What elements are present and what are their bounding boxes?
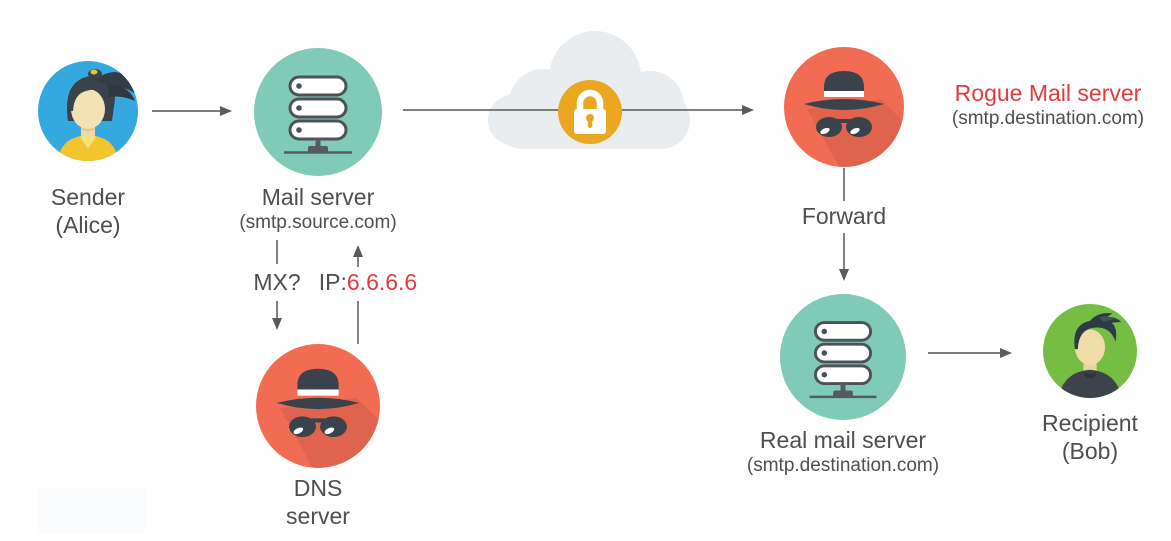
server-icon bbox=[254, 48, 382, 176]
mail-server-title: Mail server bbox=[261, 184, 375, 210]
watermark-box bbox=[37, 488, 145, 534]
dns-server-title: DNS bbox=[293, 475, 343, 501]
server-icon bbox=[780, 294, 906, 420]
rogue-mail-server-subtitle: (smtp.destination.com) bbox=[951, 108, 1145, 130]
sender-title: Sender bbox=[50, 184, 126, 210]
mail-server-label: Mail server (smtp.source.com) bbox=[218, 183, 418, 234]
forward-edge-label: Forward bbox=[801, 203, 887, 229]
rogue-mail-server-label: Rogue Mail server (smtp.destination.com) bbox=[925, 79, 1171, 130]
rogue-mail-server-title: Rogue Mail server bbox=[954, 80, 1142, 106]
mx-query-label: MX? bbox=[253, 269, 301, 295]
sender-label: Sender (Alice) bbox=[13, 183, 163, 239]
real-mail-server-subtitle: (smtp.destination.com) bbox=[746, 455, 940, 477]
padlock-icon bbox=[558, 80, 622, 144]
ip-prefix: IP: bbox=[318, 269, 347, 295]
real-mail-server-title: Real mail server bbox=[759, 427, 927, 453]
man-avatar-icon bbox=[1043, 304, 1137, 398]
sender-subtitle: (Alice) bbox=[55, 212, 121, 239]
recipient-title: Recipient bbox=[1042, 410, 1138, 436]
spy-icon bbox=[784, 47, 904, 167]
recipient-subtitle: (Bob) bbox=[1061, 438, 1119, 465]
ip-value: 6.6.6.6 bbox=[346, 269, 418, 295]
spy-icon bbox=[256, 344, 380, 468]
mail-server-subtitle: (smtp.source.com) bbox=[239, 212, 397, 234]
dns-server-subtitle: server bbox=[286, 503, 350, 530]
woman-avatar-icon bbox=[38, 61, 138, 161]
dns-server-label: DNS server bbox=[258, 474, 378, 530]
dns-response-label: IP:6.6.6.6 bbox=[303, 268, 433, 296]
real-mail-server-label: Real mail server (smtp.destination.com) bbox=[723, 426, 963, 477]
recipient-label: Recipient (Bob) bbox=[1010, 409, 1170, 465]
